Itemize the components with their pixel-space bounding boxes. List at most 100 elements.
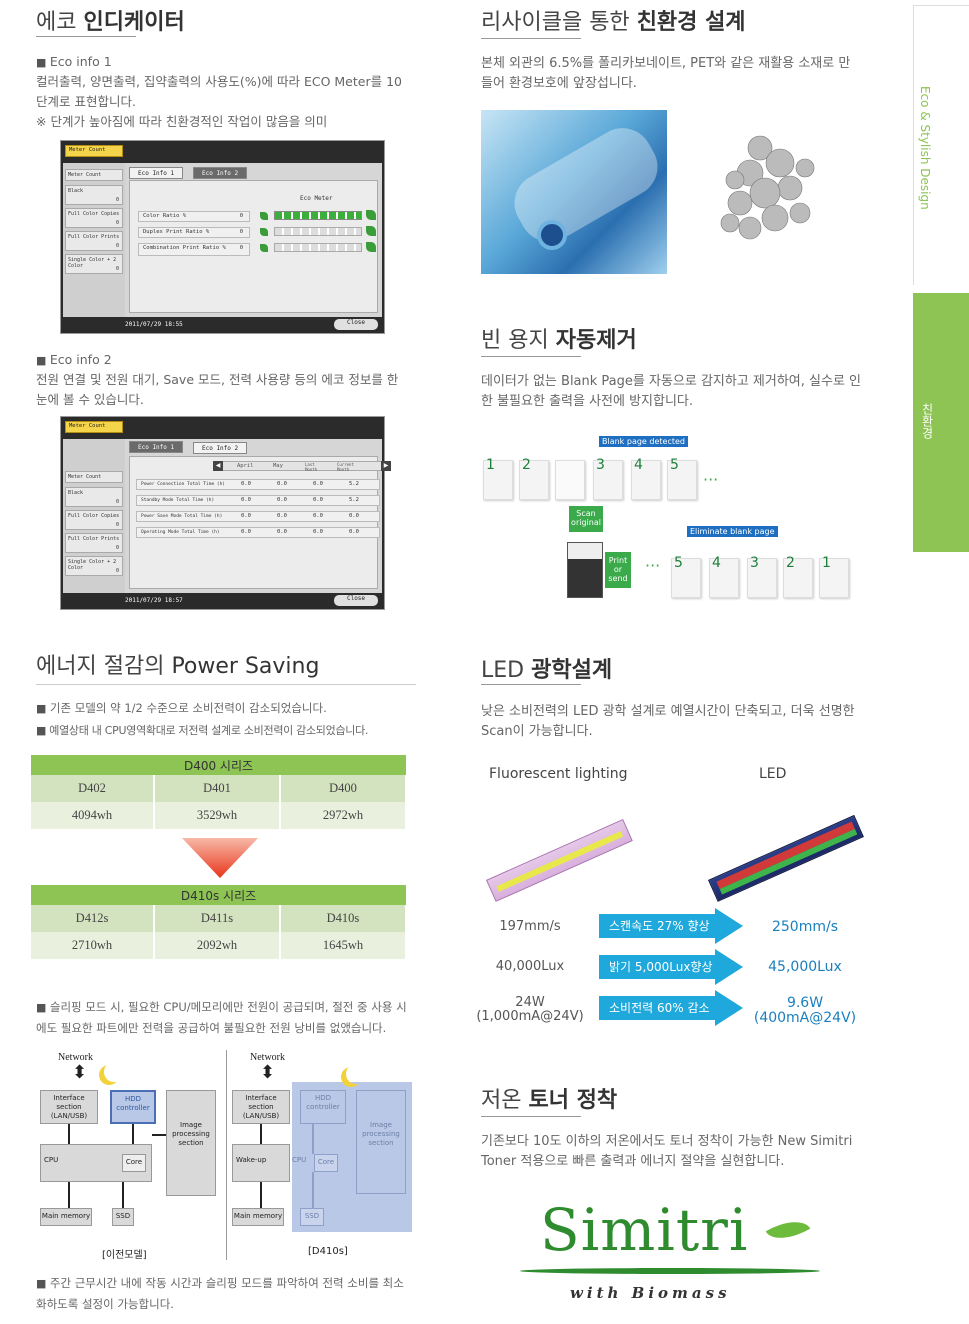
cpu-label: CPU (292, 1156, 307, 1164)
plastic-bottle-image (481, 110, 667, 274)
page-thumb: 3 (593, 457, 623, 500)
table-cell: D410s (279, 905, 408, 932)
connector (68, 1182, 70, 1208)
leaf-icon (260, 244, 268, 252)
eco-meter-bar-empty (274, 243, 362, 252)
table-cell: D402 (31, 775, 155, 802)
image-processing-block: Image processing section (356, 1090, 406, 1194)
blank-title-rule (481, 356, 581, 357)
toner-title-light: 저온 (481, 1088, 522, 1113)
table-cell: D412s (31, 905, 155, 932)
month-header: ◀ April May Last Month Current Month ▶ (213, 461, 391, 472)
toner-title: 저온 토너 정착 (481, 1082, 617, 1114)
screen-panel: ◀ April May Last Month Current Month ▶ P… (129, 456, 391, 589)
leaf-icon (765, 1211, 811, 1249)
power-bullet-1: 기존 모델의 약 1/2 수준으로 소비전력이 감소되었습니다. (36, 698, 416, 719)
down-arrow-icon (182, 838, 258, 878)
row-combination-ratio: Combination Print Ratio %0 (138, 243, 250, 256)
eco-info1-head: Eco info 1 (36, 52, 112, 73)
power-title: 에너지 절감의 Power Saving (36, 648, 319, 680)
led-green-strip (719, 828, 858, 895)
page-thumb: 5 (671, 555, 701, 598)
main-memory-block: Main memory (232, 1208, 284, 1226)
led-row-3-right: 9.6W (400mA@24V) (753, 995, 857, 1026)
d410s-table-title: D410s 시리즈 (31, 885, 406, 905)
recycle-title: 리사이클을 통한 친환경 설계 (481, 4, 746, 36)
ssd-block: SSD (112, 1208, 134, 1226)
connector (68, 1124, 70, 1144)
blank-page-thumb (555, 460, 585, 500)
connector (152, 1134, 166, 1136)
caption-old-model: [이전모델] (102, 1250, 147, 1261)
tab-eco-info-1[interactable]: Eco Info 1 (129, 167, 184, 179)
recycle-text: 본체 외관의 6.5%를 폴리카보네이트, PET와 같은 재활용 소재로 만들… (481, 56, 851, 91)
molecule-icon (720, 135, 815, 240)
power-title-bold: Power Saving (171, 654, 320, 679)
eco-title-bold: 인디케이터 (83, 10, 185, 35)
eco-title: 에코 인디케이터 (36, 4, 185, 36)
diagram-d410s: Network ⬍ Interface section (LAN/USB) HD… (228, 1050, 418, 1260)
close-button[interactable]: Close (334, 595, 378, 606)
dots: ··· (703, 470, 719, 489)
double-arrow-icon: ⬍ (260, 1062, 276, 1083)
side-tab-green-label: 친환경 (920, 403, 934, 439)
eco-meters (260, 210, 378, 260)
eco-meter-bar-empty (274, 227, 362, 236)
eco-title-rule (36, 36, 136, 37)
hdd-block: HDD controller (110, 1090, 156, 1124)
close-button[interactable]: Close (334, 319, 378, 330)
led-row-2-arrow: 밝기 5,000Lux향상 (599, 949, 745, 985)
side-tab-eco-stylish[interactable]: Eco & Stylish Design (913, 5, 969, 285)
printer-icon (567, 542, 603, 598)
connector (260, 1182, 262, 1208)
led-text: 낮은 소비전력의 LED 광학 설계로 예열시간이 단축되고, 더욱 선명한 S… (481, 704, 855, 739)
scan-original-tag: Scan original (569, 506, 603, 532)
diagram-divider (226, 1050, 227, 1260)
arrow-left-icon[interactable]: ◀ (213, 461, 223, 471)
eco-info2-text: 전원 연결 및 전원 대기, Save 모드, 전력 사용량 등의 에코 정보를… (36, 372, 399, 407)
screen-datetime: 2011/07/29 18:55 (125, 321, 183, 328)
connector (312, 1172, 314, 1208)
double-arrow-icon: ⬍ (72, 1062, 88, 1083)
core-block: Core (314, 1154, 338, 1172)
connector (260, 1124, 262, 1144)
recycle-title-rule (481, 38, 581, 39)
tab-eco-info-1[interactable]: Eco Info 1 (129, 441, 184, 453)
table-cell: 3529wh (154, 802, 281, 829)
meter-count-button[interactable]: Meter Count (65, 145, 123, 157)
table-cell: D411s (154, 905, 281, 932)
table-cell: 2972wh (279, 802, 408, 829)
blank-text: 데이터가 없는 Blank Page를 자동으로 감지하고 제거하여, 실수로 … (481, 374, 862, 409)
eliminate-callout: Eliminate blank page (687, 526, 778, 537)
leaf-icon (366, 226, 376, 236)
tab-eco-info-2[interactable]: Eco Info 2 (193, 167, 248, 179)
tab-eco-info-2[interactable]: Eco Info 2 (193, 442, 248, 454)
screen-panel: Eco Meter Color Ratio %0 Duplex Print Ra… (129, 180, 378, 313)
diagram-old-model: Network ⬍ Interface section (LAN/USB) HD… (36, 1050, 226, 1261)
table-cell: D401 (154, 775, 281, 802)
screen-datetime: 2011/07/29 18:57 (125, 597, 183, 604)
polymer-molecule-image (700, 118, 830, 258)
image-processing-block: Image processing section (166, 1090, 216, 1196)
hdd-block: HDD controller (300, 1090, 346, 1124)
blank-title: 빈 용지 자동제거 (481, 322, 637, 354)
side-tab-green[interactable]: 친환경 (913, 293, 969, 552)
col-current-month: Current Month (337, 462, 354, 472)
leaf-icon (260, 228, 268, 236)
leaf-icon (366, 242, 376, 252)
led-row-1-arrow: 스캔속도 27% 향상 (599, 908, 745, 944)
page-thumb: 5 (667, 457, 697, 500)
connector (312, 1124, 314, 1154)
led-title: LED 광학설계 (481, 652, 612, 684)
logo-swoosh (520, 1268, 820, 1274)
arrow-right-icon[interactable]: ▶ (381, 461, 391, 471)
table-cell: 4094wh (31, 802, 155, 829)
led-title-bold: 광학설계 (531, 658, 613, 683)
meter-count-button[interactable]: Meter Count (65, 421, 123, 433)
